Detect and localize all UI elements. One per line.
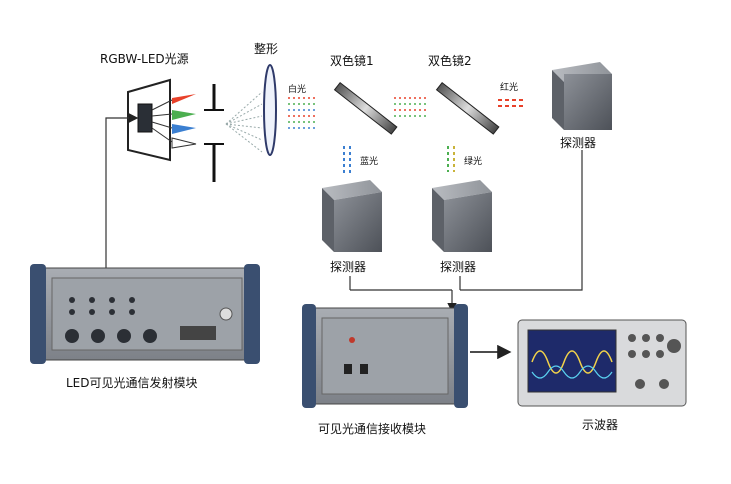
white-light-beam [288, 97, 318, 129]
detector-box-left [322, 180, 382, 252]
aperture [204, 84, 224, 182]
rx-module-label: 可见光通信接收模块 [318, 422, 427, 436]
mid-beam [394, 97, 428, 117]
red-beam [498, 99, 526, 107]
blue-led [172, 124, 196, 134]
oscilloscope [517, 319, 687, 407]
detector-left-label: 探测器 [330, 260, 367, 274]
scope-screen [527, 329, 617, 393]
led-chip [137, 103, 153, 133]
detector-right-label: 探测器 [560, 136, 597, 150]
oscilloscope-label: 示波器 [582, 418, 619, 432]
dichroic1-label: 双色镜1 [330, 54, 374, 68]
white-light-label: 白光 [288, 85, 307, 95]
detector-box-mid [432, 180, 492, 252]
detector-mid-label: 探测器 [440, 260, 477, 274]
detector-box-right [552, 62, 612, 130]
blue-light-label: 蓝光 [360, 157, 379, 167]
blue-beam [343, 146, 351, 176]
dichroic-mirror-2 [435, 81, 500, 135]
dichroic2-label: 双色镜2 [428, 54, 472, 68]
dichroic-mirror-1 [333, 81, 398, 135]
tx-module [30, 264, 260, 364]
green-light-label: 绿光 [464, 157, 483, 167]
red-led [172, 94, 196, 104]
green-led [172, 110, 196, 120]
led-source [127, 78, 197, 162]
shaper-label: 整形 [254, 42, 279, 56]
white-led [171, 137, 197, 149]
source-label: RGBW-LED光源 [100, 52, 189, 66]
rx-module [302, 304, 468, 408]
diverging-rays [225, 91, 263, 153]
wiring [105, 113, 583, 360]
green-beam [447, 146, 455, 172]
red-light-label: 红光 [500, 83, 519, 93]
tx-module-label: LED可见光通信发射模块 [66, 376, 198, 390]
shaping-lens [263, 64, 277, 156]
